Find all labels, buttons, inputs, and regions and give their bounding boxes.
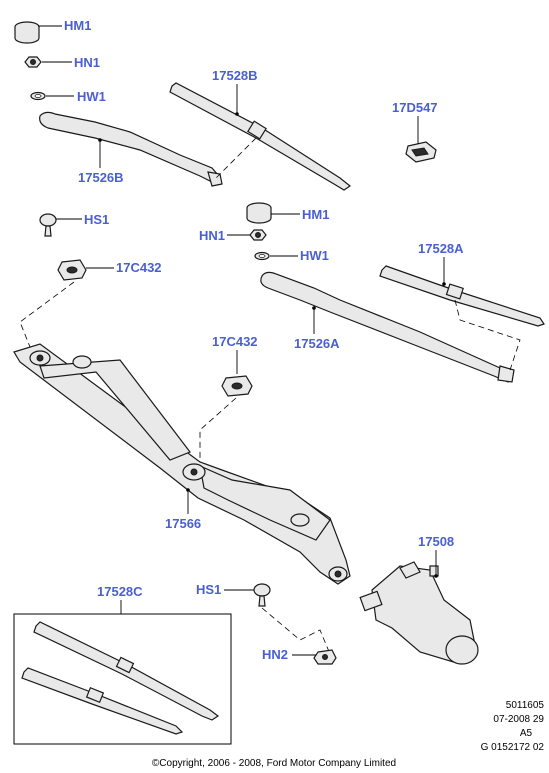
ref-line-2: 07-2008 29 [493,714,544,725]
label-17566: 17566 [165,516,201,531]
wiper-cap-hm1-mid [246,202,272,224]
label-hm1-mid: HM1 [302,207,329,222]
label-hn2: HN2 [262,647,288,662]
label-17d547: 17D547 [392,100,438,115]
ref-line-1: 5011605 [506,700,545,711]
washer-hw1-top [30,91,46,101]
wiper-blade-17528a [379,265,545,327]
screw-hs1-bottom [253,583,271,607]
label-hw1-top: HW1 [77,89,106,104]
wiper-linkage-17566 [13,343,351,585]
blade-kit-box [13,613,232,745]
label-hm1-top: HM1 [64,18,91,33]
nut-hn1-mid [249,229,267,241]
label-hn1-mid: HN1 [199,228,225,243]
nut-hn2 [313,649,337,665]
label-hs1-left: HS1 [84,212,109,227]
label-17526b: 17526B [78,170,124,185]
grommet-17c432-mid [221,375,253,397]
label-17526a: 17526A [294,336,340,351]
wiper-arm-17526b [39,111,223,187]
label-17528c: 17528C [97,584,143,599]
label-17528a: 17528A [418,241,464,256]
wiper-blade-17528c-upper [33,621,220,721]
nut-hn1-top [24,56,42,68]
copyright-text: ©Copyright, 2006 - 2008, Ford Motor Comp… [152,758,396,769]
grommet-17c432-left [57,259,87,281]
ref-line-4: G 0152172 02 [481,742,545,753]
wiper-blade-17528c-lower [21,667,184,735]
wiper-cap-hm1-top [14,21,40,44]
label-hs1-bottom: HS1 [196,582,221,597]
label-hw1-mid: HW1 [300,248,329,263]
label-hn1-top: HN1 [74,55,100,70]
screw-hs1-left [39,213,57,237]
wiper-motor-17508 [359,561,479,665]
label-17c432-mid: 17C432 [212,334,258,349]
label-17528b: 17528B [212,68,258,83]
ref-line-3: A5 [520,728,533,739]
label-17508: 17508 [418,534,454,549]
label-17c432-left: 17C432 [116,260,162,275]
cover-17d547 [405,141,437,163]
wiper-blade-17528b [169,82,352,191]
wiper-arm-17526a [260,271,515,383]
washer-hw1-mid [254,251,270,261]
